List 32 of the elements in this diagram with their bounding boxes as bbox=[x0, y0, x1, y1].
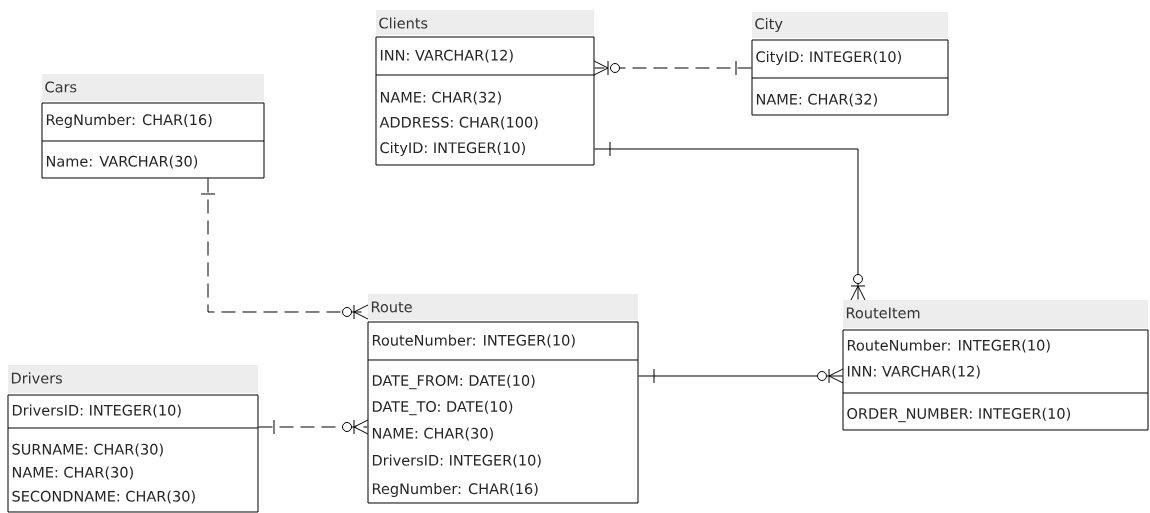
field-name: DATE_TO: DATE(10) bbox=[372, 400, 513, 416]
field-name: INN: VARCHAR(12) bbox=[847, 365, 980, 379]
field-name: ADDRESS: CHAR(100) bbox=[379, 116, 538, 130]
relationship-line bbox=[200, 178, 369, 320]
table-header: RouteItem bbox=[843, 300, 1148, 328]
field-name: Name: VARCHAR(30) bbox=[46, 155, 198, 169]
field-name: NAME: CHAR(30) bbox=[12, 466, 133, 480]
table-header: City bbox=[752, 12, 948, 38]
field-name: SURNAME: CHAR(30) bbox=[12, 443, 163, 457]
field-name: SECONDNAME: CHAR(30) bbox=[12, 490, 195, 504]
field-name: DriversID: INTEGER(10) bbox=[12, 404, 181, 418]
relationship-line bbox=[594, 141, 866, 301]
table-header: Cars bbox=[42, 74, 264, 101]
field-name: CityID: INTEGER(10) bbox=[756, 50, 901, 65]
field-name: NAME: CHAR(32) bbox=[380, 91, 501, 105]
relationship-line bbox=[593, 60, 752, 76]
table-header: Clients bbox=[376, 10, 594, 35]
field-name: DriversID: INTEGER(10) bbox=[372, 454, 541, 468]
field-name: RouteNumber: INTEGER(10) bbox=[847, 339, 1050, 353]
field-name: CityID: INTEGER(10) bbox=[380, 141, 525, 156]
field-name: DATE_FROM: DATE(10) bbox=[372, 374, 535, 390]
field-name: INN: VARCHAR(12) bbox=[380, 49, 513, 63]
field-name: ORDER_NUMBER: INTEGER(10) bbox=[847, 407, 1070, 423]
relationship-line bbox=[638, 368, 844, 384]
relationship-line bbox=[258, 419, 369, 435]
field-name: RegNumber: CHAR(16) bbox=[372, 482, 538, 497]
field-name: NAME: CHAR(32) bbox=[756, 93, 877, 107]
field-name: RegNumber: CHAR(16) bbox=[46, 113, 212, 128]
table-header: Route bbox=[368, 294, 638, 320]
field-name: RouteNumber: INTEGER(10) bbox=[372, 334, 575, 348]
table-header: Drivers bbox=[8, 365, 258, 393]
field-name: NAME: CHAR(30) bbox=[372, 427, 493, 441]
